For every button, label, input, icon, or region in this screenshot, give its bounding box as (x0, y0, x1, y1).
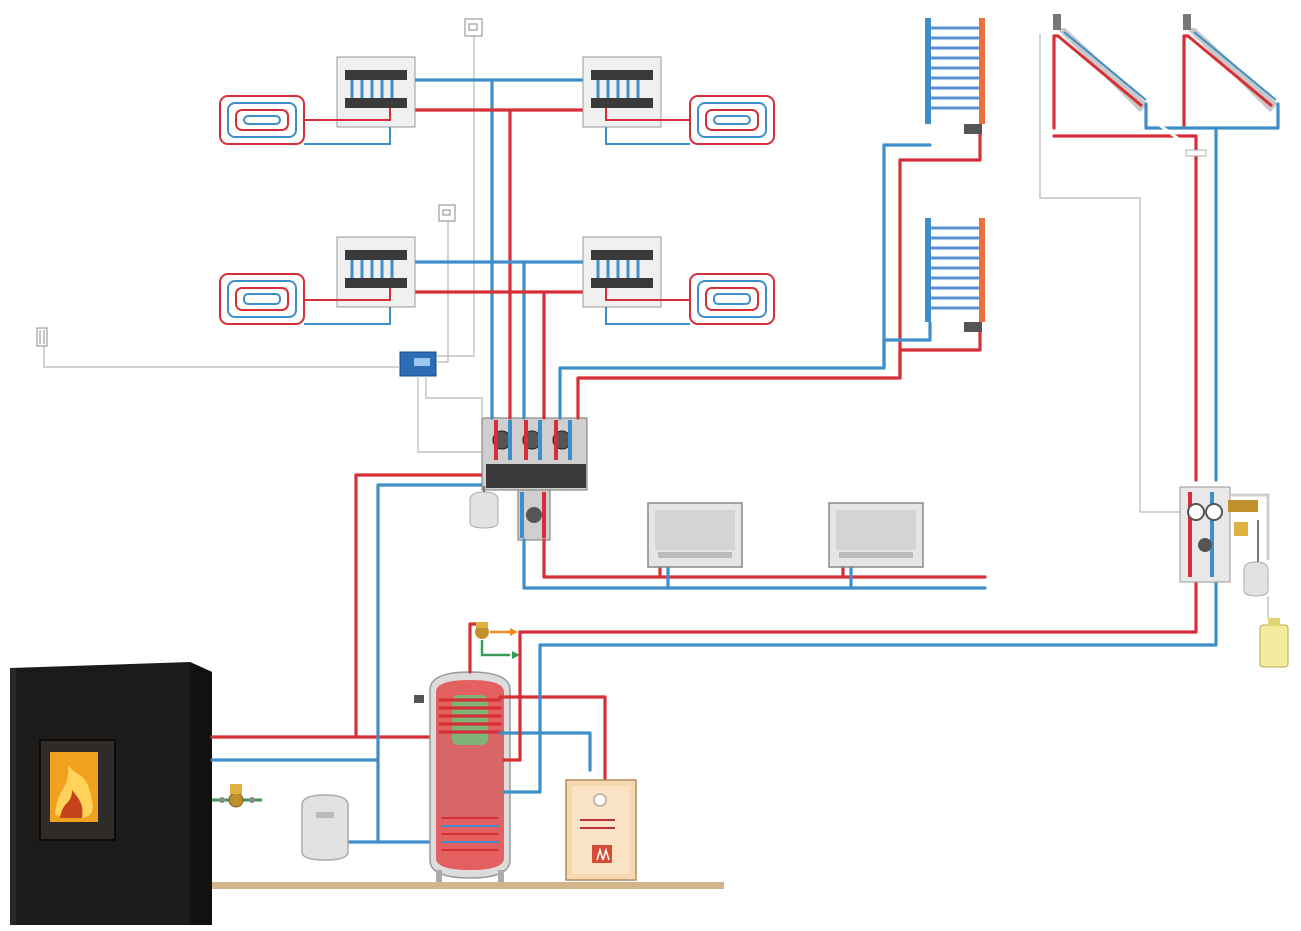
floor-base (212, 882, 724, 889)
manifold-middle-left (336, 236, 416, 308)
mixing-valve (475, 622, 489, 639)
manifold-top-left (336, 56, 416, 128)
pellet-stove (10, 662, 212, 925)
solar-pump-station (1179, 486, 1258, 583)
distribution-unit (481, 417, 588, 541)
floor-loop-middle-left (219, 273, 391, 325)
controller (399, 351, 437, 377)
gas-boiler (565, 779, 637, 881)
expansion-vessel (301, 794, 349, 861)
dhw-inner-tank (452, 695, 488, 745)
room-thermostat-middle (438, 204, 456, 222)
manifold-middle-right (582, 236, 662, 308)
room-thermostat-top (464, 18, 483, 37)
solar-collector-left (1053, 14, 1148, 112)
stove-pump-group (212, 784, 262, 808)
floor-loop-middle-right (605, 273, 775, 325)
small-expansion-vessel (469, 486, 499, 529)
buffer-tank (414, 671, 511, 882)
antifreeze-container (1259, 618, 1289, 668)
solar-expansion-vessel (1243, 561, 1269, 597)
radiator-middle (925, 218, 985, 332)
outdoor-sensor (36, 327, 48, 347)
manifold-top-right (582, 56, 662, 128)
solar-collector-right (1183, 14, 1278, 112)
radiator-top (925, 18, 985, 134)
floor-loop-top-right (605, 95, 775, 145)
fan-coil-left (647, 502, 743, 568)
floor-loop-top-left (219, 95, 391, 145)
fan-coil-right (828, 502, 924, 568)
